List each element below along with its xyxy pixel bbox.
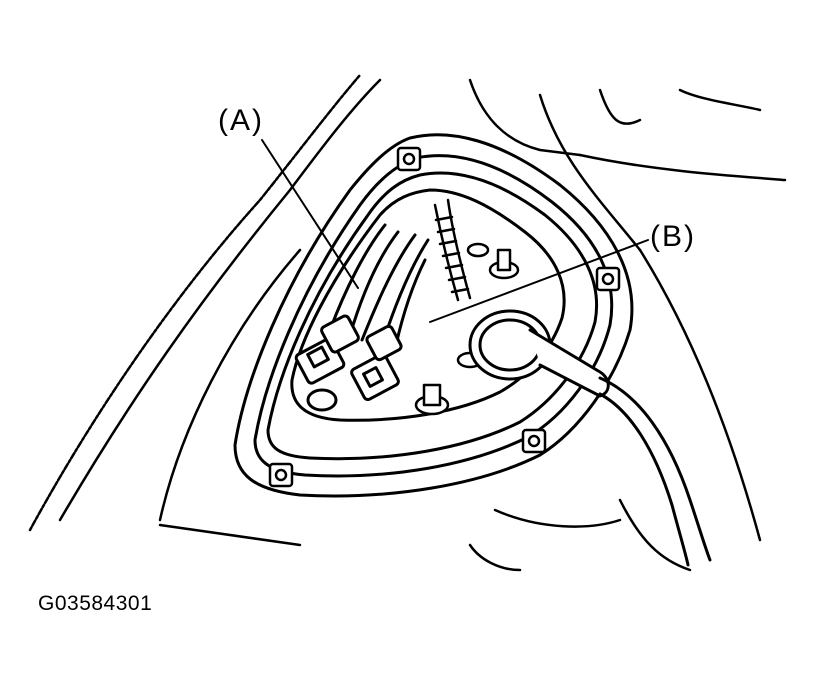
mounting-studs [414, 242, 520, 416]
coiled-harness [433, 198, 472, 302]
leader-lines [261, 139, 649, 323]
wiring-cable [598, 376, 712, 567]
hose-connectors [294, 314, 403, 412]
flange-bolts [268, 146, 621, 488]
pump-opening [290, 188, 566, 422]
figure-id: G03584301 [38, 592, 153, 615]
wiring-grommet [468, 309, 610, 398]
callout-label-a: (A) [218, 104, 264, 137]
callout-label-b: (B) [650, 220, 696, 253]
body-panel [28, 73, 787, 572]
